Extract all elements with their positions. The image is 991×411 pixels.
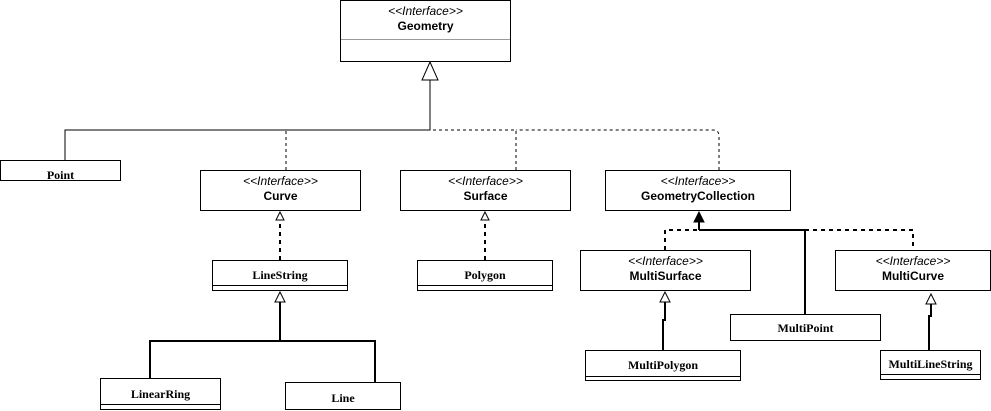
compartment-divider [101,404,220,405]
multipolygon-to-multisurface-link [662,302,666,350]
curve-interface[interactable]: <<Interface>> Curve [200,170,361,211]
linestring-class[interactable]: LineString [212,260,348,291]
surface-arrowhead [480,210,490,221]
compartment-divider [881,374,980,375]
line-class[interactable]: Line [285,382,401,410]
interface-name: MultiSurface [629,269,702,283]
class-name: MultiLineString [888,357,973,371]
geometrycollection-to-geometry-link [516,129,720,170]
interface-name: Surface [463,189,508,203]
interface-name: Curve [263,189,298,203]
curve-arrowhead [275,210,285,221]
stereotype-label: <<Interface>> [243,174,318,188]
linearring-line-to-linestring-link [149,340,376,382]
class-name: Point [46,168,75,182]
point-class[interactable]: Point [0,160,121,182]
surface-to-geometry-link [430,129,517,170]
linestring-arrowhead [274,290,286,303]
multicurve-interface[interactable]: <<Interface>> MultiCurve [835,250,991,291]
compartment-divider [341,39,510,40]
point-to-geometry-link [64,80,431,160]
multisurface-interface[interactable]: <<Interface>> MultiSurface [580,250,751,291]
stereotype-label: <<Interface>> [660,174,736,188]
polygon-class[interactable]: Polygon [417,260,553,291]
class-name: Polygon [464,268,506,282]
class-name: LineString [252,268,308,282]
multilinestring-class[interactable]: MultiLineString [880,350,981,380]
multipoint-class[interactable]: MultiPoint [730,314,881,341]
compartment-divider [418,285,552,286]
geometrycollection-interface[interactable]: <<Interface>> GeometryCollection [605,170,791,211]
stereotype-label: <<Interface>> [448,174,523,188]
multipoint-to-geometrycollection-link [699,229,806,314]
geometry-arrowhead [421,60,439,81]
multipolygon-class[interactable]: MultiPolygon [585,350,741,381]
multilinestring-to-multicurve-link [928,304,932,350]
geometrycollection-arrowhead [693,210,705,223]
stereotype-label: <<Interface>> [875,254,951,268]
compartment-divider [586,376,740,377]
interface-name: GeometryCollection [640,189,756,203]
surface-interface[interactable]: <<Interface>> Surface [400,170,571,211]
stereotype-label: <<Interface>> [628,254,703,268]
multisurface-multicurve-to-geometrycollection-link [664,229,914,250]
interface-name: Geometry [397,19,454,33]
multisurface-arrowhead [659,290,671,303]
class-name: Line [331,391,355,405]
class-name: LinearRing [130,387,191,401]
stereotype-label: <<Interface>> [388,4,463,18]
interface-name: MultiCurve [881,269,944,283]
linearring-class[interactable]: LinearRing [100,378,221,410]
geometry-interface[interactable]: <<Interface>> Geometry [340,0,511,62]
class-name: MultiPoint [777,321,834,335]
compartment-divider [213,285,347,286]
class-name: MultiPolygon [627,358,698,372]
multicurve-arrowhead [925,292,937,305]
